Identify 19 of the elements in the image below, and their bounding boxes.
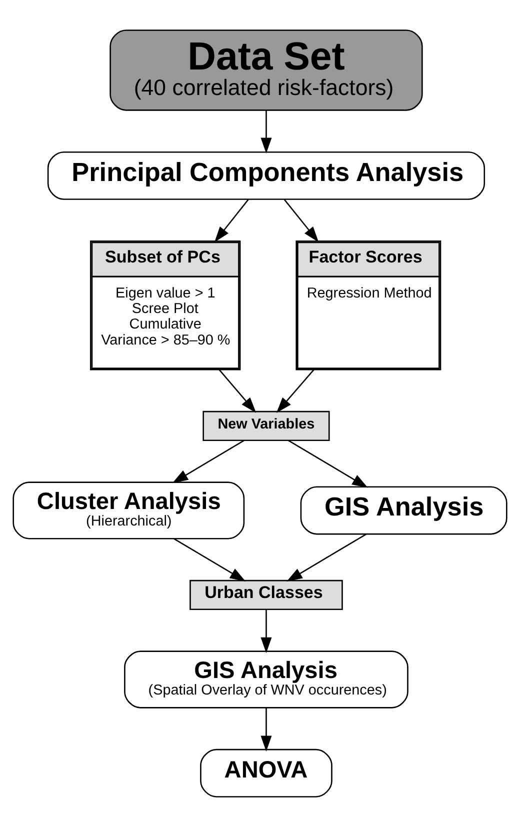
node-box: Principal Components Analysis [47, 151, 486, 200]
arrow [260, 110, 272, 154]
node-box: Data Set (40 correlated risk-factors) [110, 30, 423, 111]
node-box: GIS Analysis [300, 486, 508, 535]
node-box: GIS Analysis (Spatial Overlay of WNV occurences) [124, 650, 408, 708]
arrow [286, 534, 367, 582]
arrow [260, 708, 272, 752]
node-box: ANOVA [200, 748, 332, 798]
arrow [288, 440, 368, 488]
node-box: Cluster Analysis (Hierarchical) [12, 482, 245, 540]
arrow [260, 609, 272, 654]
arrow [214, 199, 249, 242]
arrow [172, 440, 244, 484]
arrow [174, 538, 246, 582]
arrow [218, 369, 256, 413]
arrow [284, 199, 319, 242]
arrow [276, 369, 314, 413]
node-box: New Variables [202, 410, 330, 442]
node-box: Urban Classes [190, 580, 343, 610]
